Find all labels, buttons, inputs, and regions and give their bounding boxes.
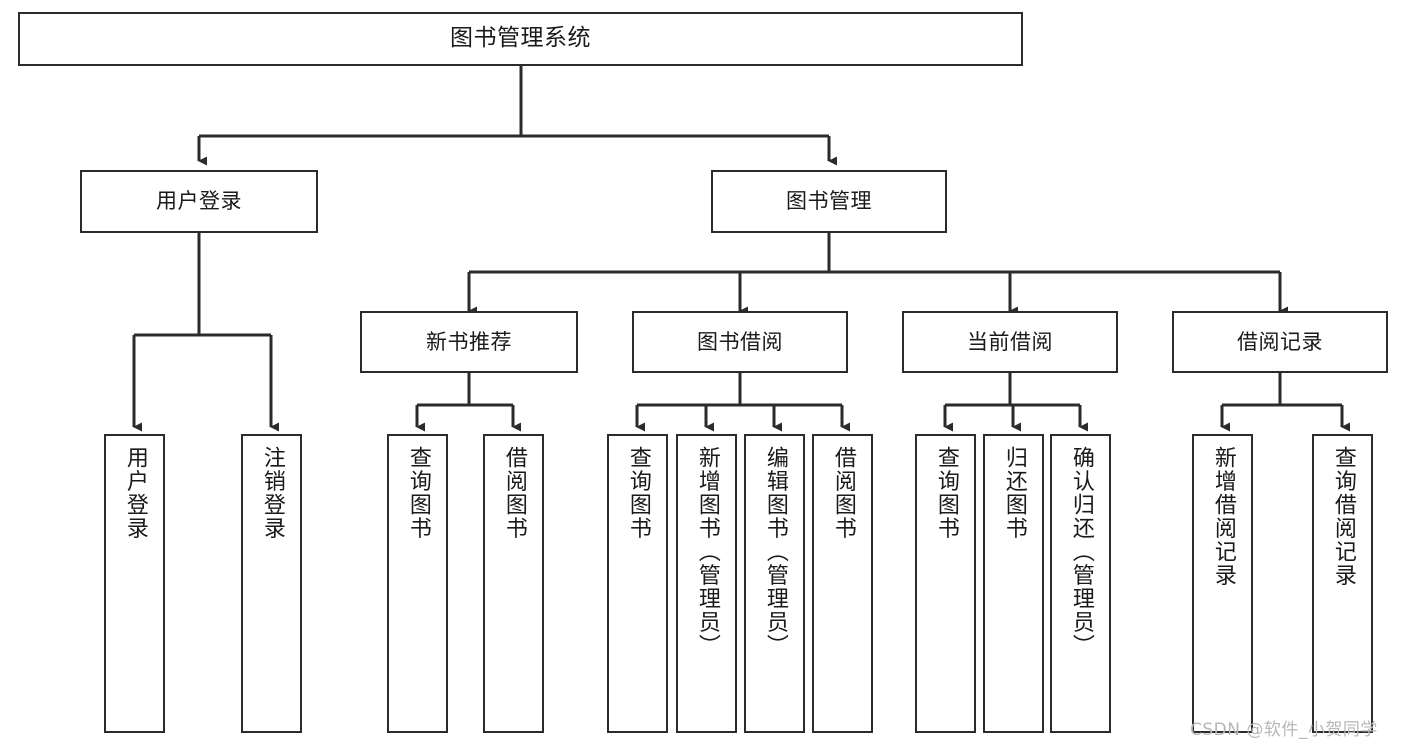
node-label: 用户登录 [156, 189, 242, 214]
node-leaf-query-books-current[interactable]: 查询图书 [915, 434, 976, 733]
node-leaf-borrow-book[interactable]: 借阅图书 [812, 434, 873, 733]
node-leaf-query-books-borrow[interactable]: 查询图书 [607, 434, 668, 733]
node-label: 查询借阅记录 [1330, 446, 1356, 587]
node-label: 借阅图书 [501, 446, 527, 540]
node-root-library-management-system[interactable]: 图书管理系统 [18, 12, 1023, 66]
node-label: 用户登录 [122, 446, 148, 540]
node-label: 新增图书（管理员） [694, 446, 720, 658]
node-leaf-query-books-recommend[interactable]: 查询图书 [387, 434, 448, 733]
node-leaf-return-book[interactable]: 归还图书 [983, 434, 1044, 733]
node-leaf-confirm-return-admin[interactable]: 确认归还（管理员） [1050, 434, 1111, 733]
node-label: 新书推荐 [426, 329, 512, 354]
node-label: 查询图书 [625, 446, 651, 540]
node-label: 图书借阅 [697, 329, 783, 354]
node-label: 借阅记录 [1237, 329, 1323, 354]
node-label: 确认归还（管理员） [1068, 446, 1094, 658]
node-label: 查询图书 [405, 446, 431, 540]
node-new-book-recommendation[interactable]: 新书推荐 [360, 311, 578, 373]
node-current-borrowing[interactable]: 当前借阅 [902, 311, 1118, 373]
node-leaf-user-login[interactable]: 用户登录 [104, 434, 165, 733]
node-label: 注销登录 [259, 446, 285, 540]
node-leaf-borrow-books-recommend[interactable]: 借阅图书 [483, 434, 544, 733]
node-leaf-edit-book-admin[interactable]: 编辑图书（管理员） [744, 434, 805, 733]
node-label: 借阅图书 [830, 446, 856, 540]
node-leaf-add-borrow-record[interactable]: 新增借阅记录 [1192, 434, 1253, 733]
node-label: 新增借阅记录 [1210, 446, 1236, 587]
node-leaf-query-borrow-record[interactable]: 查询借阅记录 [1312, 434, 1373, 733]
node-label: 查询图书 [933, 446, 959, 540]
node-label: 图书管理 [786, 189, 872, 214]
node-book-management[interactable]: 图书管理 [711, 170, 947, 233]
node-book-borrowing[interactable]: 图书借阅 [632, 311, 848, 373]
node-borrowing-records[interactable]: 借阅记录 [1172, 311, 1388, 373]
node-leaf-logout[interactable]: 注销登录 [241, 434, 302, 733]
node-label: 图书管理系统 [450, 25, 591, 52]
node-user-login[interactable]: 用户登录 [80, 170, 318, 233]
node-leaf-add-book-admin[interactable]: 新增图书（管理员） [676, 434, 737, 733]
csdn-watermark: CSDN @软件_小贺同学 [1190, 720, 1378, 740]
node-label: 归还图书 [1001, 446, 1027, 540]
node-label: 编辑图书（管理员） [762, 446, 788, 658]
node-label: 当前借阅 [967, 329, 1053, 354]
